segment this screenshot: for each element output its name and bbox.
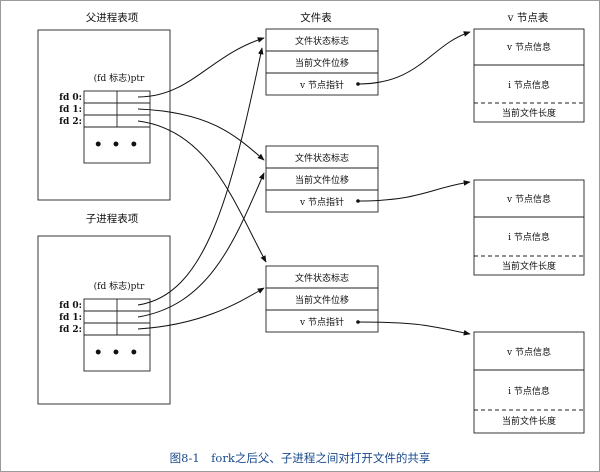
- parent-fd0-label: fd 0:: [59, 93, 82, 103]
- vnode-entry-1: v 节点信息 i 节点信息 当前文件长度: [473, 28, 585, 123]
- file2-status: 文件状态标志: [295, 152, 349, 164]
- file3-vptr: v 节点指针: [299, 316, 344, 328]
- file-table-title: 文件表: [300, 11, 332, 24]
- arrow-child-fd0-to-file1: [137, 47, 264, 306]
- arrow-parent-fd0-to-file1: [137, 37, 265, 98]
- file3-offset: 当前文件位移: [295, 294, 349, 306]
- parent-fd1-label: fd 1:: [59, 105, 82, 115]
- file2-offset: 当前文件位移: [295, 174, 349, 186]
- vnode1-iinfo: i 节点信息: [508, 79, 550, 91]
- arrow-parent-fd2-to-file3: [137, 120, 267, 263]
- vnode3-vinfo: v 节点信息: [506, 346, 551, 358]
- parent-fd-header: (fd 标志)ptr: [94, 72, 145, 84]
- file-table-entry-2: 文件状态标志 当前文件位移 v 节点指针: [265, 145, 379, 213]
- child-fd1-label: fd 1:: [59, 313, 82, 323]
- child-fd0-label: fd 0:: [59, 301, 82, 311]
- vnode-table-title: v 节点表: [507, 11, 549, 24]
- file1-status: 文件状态标志: [295, 35, 349, 47]
- file1-vptr: v 节点指针: [299, 79, 344, 91]
- file1-vptr-dot: [356, 82, 360, 86]
- file-table-entry-1: 文件状态标志 当前文件位移 v 节点指针: [265, 28, 379, 96]
- file2-vptr: v 节点指针: [299, 196, 344, 208]
- child-table-title: 子进程表项: [86, 212, 139, 225]
- file3-status: 文件状态标志: [295, 272, 349, 284]
- arrow-child-fd1-to-file2: [137, 172, 265, 318]
- parent-ellipsis: • • •: [94, 137, 141, 153]
- arrow-file1-to-vnode1: [357, 31, 471, 85]
- arrow-file2-to-vnode2: [357, 180, 471, 202]
- file3-vptr-dot: [356, 320, 360, 324]
- vnode-entry-2: v 节点信息 i 节点信息 当前文件长度: [473, 179, 585, 276]
- arrow-parent-fd1-to-file2: [137, 108, 265, 161]
- figure-caption: 图8-1 fork之后父、子进程之间对打开文件的共享: [170, 451, 431, 465]
- vnode2-length: 当前文件长度: [502, 260, 556, 272]
- child-fd2-label: fd 2:: [59, 325, 82, 335]
- file2-vptr-dot: [356, 199, 360, 203]
- vnode3-length: 当前文件长度: [502, 415, 556, 427]
- vnode-entry-3: v 节点信息 i 节点信息 当前文件长度: [473, 331, 585, 434]
- vnode2-iinfo: i 节点信息: [508, 231, 550, 243]
- child-process-table: (fd 标志)ptr fd 0: fd 1: fd 2: • • •: [37, 235, 171, 405]
- vnode1-vinfo: v 节点信息: [506, 41, 551, 53]
- vnode3-iinfo: i 节点信息: [508, 385, 550, 397]
- parent-fd2-label: fd 2:: [59, 117, 82, 127]
- parent-process-table: (fd 标志)ptr fd 0: fd 1: fd 2: • • •: [37, 29, 171, 201]
- child-ellipsis: • • •: [94, 345, 141, 361]
- vnode1-length: 当前文件长度: [502, 107, 556, 119]
- parent-table-title: 父进程表项: [86, 11, 139, 24]
- vnode2-vinfo: v 节点信息: [506, 193, 551, 205]
- file1-offset: 当前文件位移: [295, 57, 349, 69]
- child-fd-header: (fd 标志)ptr: [94, 280, 145, 292]
- arrow-child-fd2-to-file3: [137, 287, 265, 330]
- arrow-file3-to-vnode3: [357, 321, 471, 336]
